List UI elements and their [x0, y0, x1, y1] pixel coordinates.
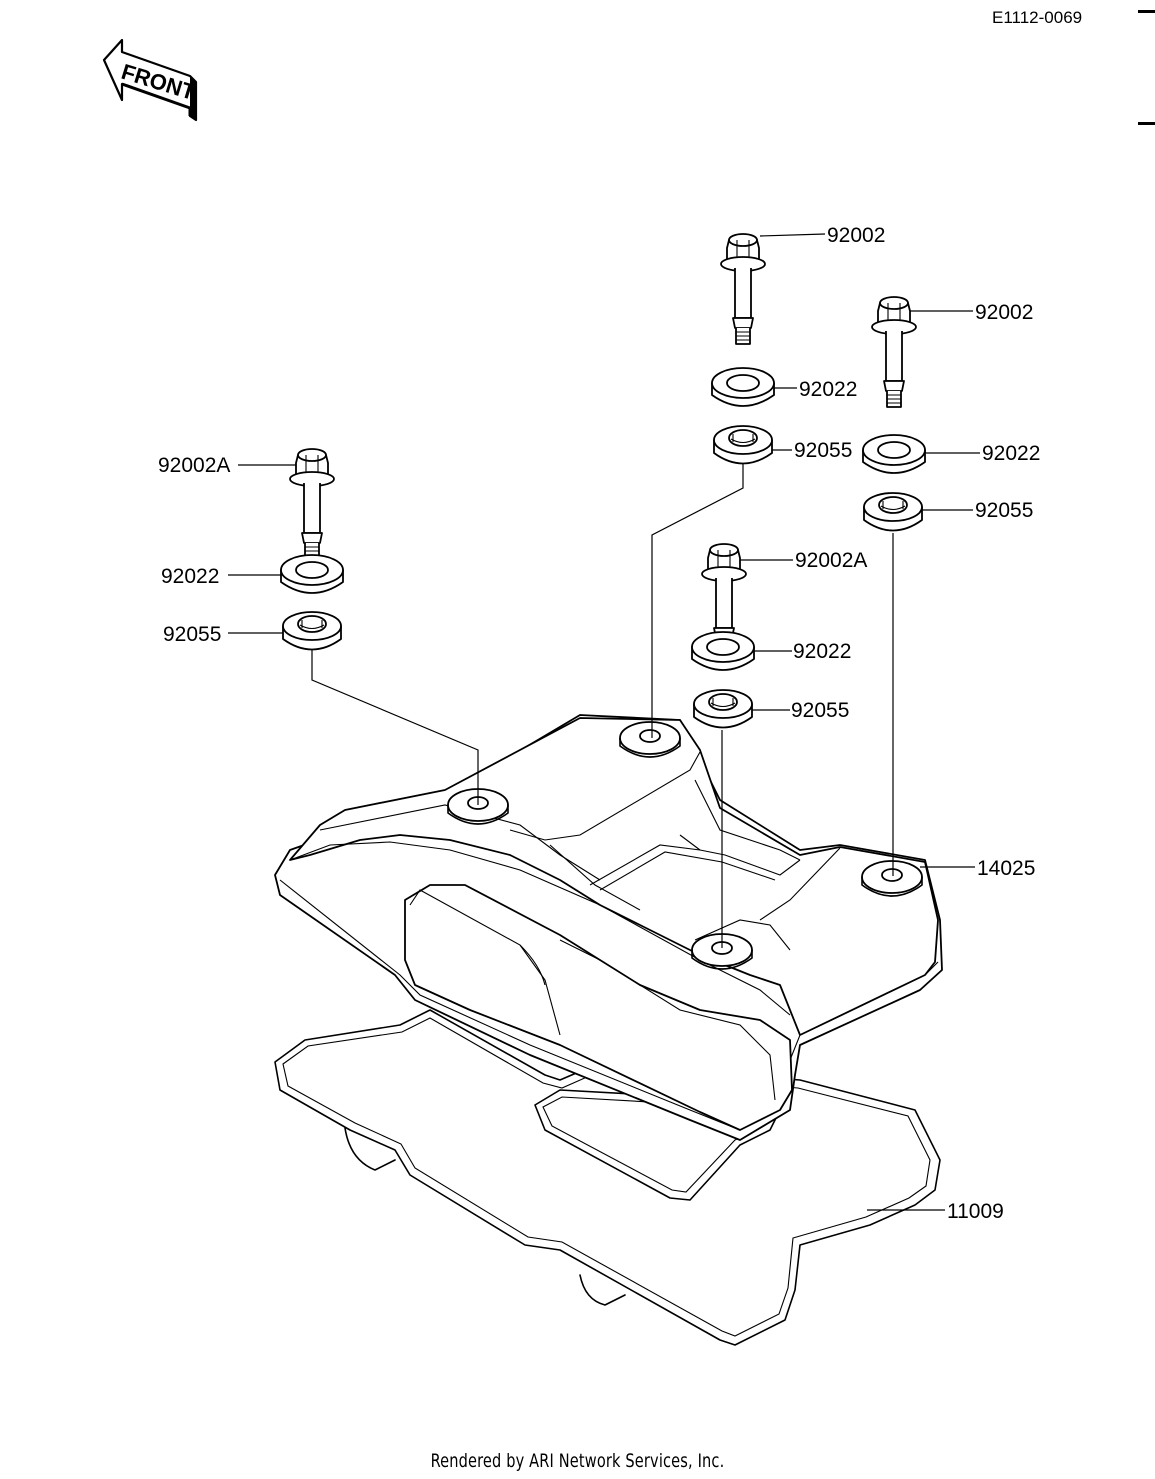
callout-grommet-left: 92055	[163, 623, 221, 646]
cover-grommet-hole	[619, 721, 681, 758]
front-arrow-icon: FRONT	[102, 38, 199, 122]
callout-bolt-center-lower: 92002A	[795, 549, 867, 572]
callout-gasket: 11009	[947, 1200, 1004, 1223]
fastener-stack-top-center	[711, 233, 826, 465]
cover-grommet-hole	[691, 933, 753, 970]
callout-washer-center-lower: 92022	[793, 640, 851, 663]
fastener-stack-top-right	[862, 296, 980, 532]
fastener-stack-center-lower	[691, 543, 793, 729]
callout-grommet-right: 92055	[975, 499, 1033, 522]
edge-tick-mark	[1138, 10, 1155, 13]
cylinder-head-cover	[274, 714, 943, 1141]
callout-bolt-top-center: 92002	[827, 224, 885, 247]
fastener-stack-left	[228, 448, 344, 651]
edge-tick-mark	[1138, 122, 1155, 125]
alignment-lines	[311, 462, 894, 948]
callout-grommet-center-upper: 92055	[794, 439, 852, 462]
callout-bolt-left: 92002A	[158, 454, 230, 477]
document-code: E1112-0069	[992, 8, 1082, 27]
render-credit: Rendered by ARI Network Services, Inc.	[430, 1450, 725, 1472]
callout-bolt-top-right: 92002	[975, 301, 1033, 324]
callout-washer-left: 92022	[161, 565, 219, 588]
callout-grommet-center-lower: 92055	[791, 699, 849, 722]
cover-grommet-hole	[861, 860, 923, 897]
callout-washer-right: 92022	[982, 442, 1040, 465]
callout-washer-center-upper: 92022	[799, 378, 857, 401]
callout-cover-grommet: 14025	[977, 857, 1035, 880]
